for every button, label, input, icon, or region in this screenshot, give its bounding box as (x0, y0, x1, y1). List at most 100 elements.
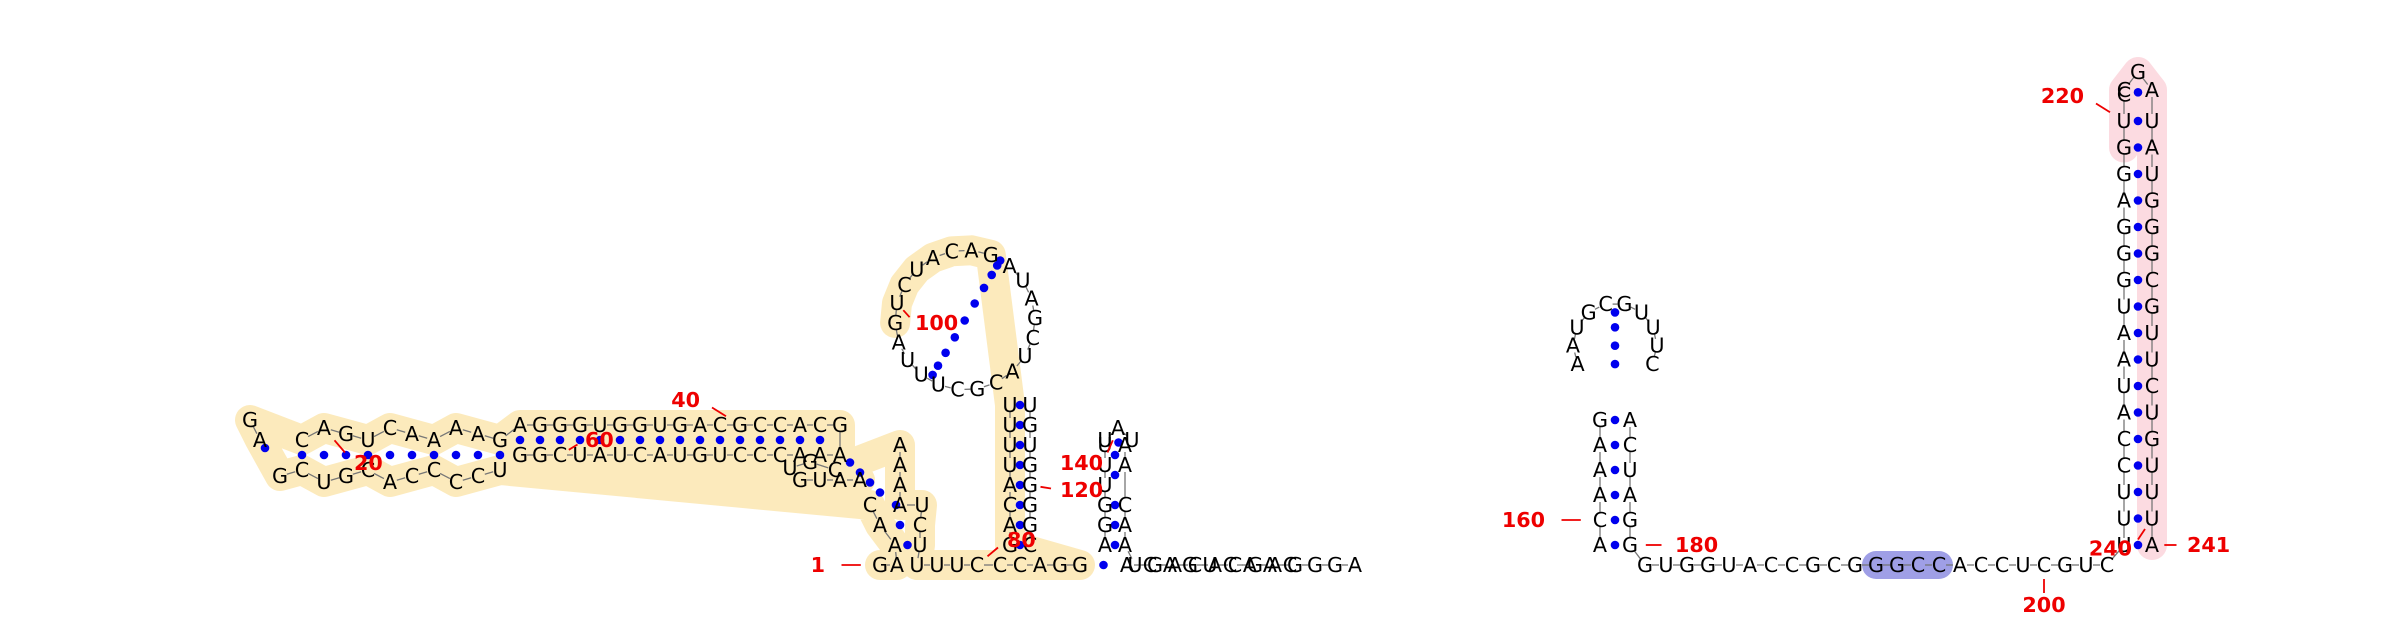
nucleotide: G (2116, 136, 2132, 160)
backbone-link (1109, 432, 1114, 436)
nucleotide: A (1003, 513, 1017, 537)
nucleotide: C (1645, 352, 1659, 376)
nucleotide: A (1118, 453, 1132, 477)
base-pair-dot (2133, 302, 2143, 311)
base-pair-dot (635, 435, 645, 445)
nucleotide: C (1143, 553, 1157, 577)
nucleotide: A (317, 416, 331, 440)
position-label: 180 (1675, 533, 1718, 557)
nucleotide: G (1847, 553, 1863, 577)
backbone-link (1027, 344, 1031, 350)
nucleotide: A (253, 428, 267, 452)
nucleotide: G (2130, 60, 2146, 84)
nucleotide: G (2144, 295, 2160, 319)
nucleotide: U (929, 553, 944, 577)
base-pair-dot (2133, 434, 2143, 444)
nucleotide: A (2145, 136, 2159, 160)
nucleotide: C (1013, 553, 1027, 577)
nucleotide: A (892, 330, 906, 354)
nucleotide: G (272, 464, 288, 488)
nucleotide: A (833, 468, 847, 492)
nucleotide: C (713, 413, 727, 437)
backbone-link (917, 551, 920, 559)
base-pair-dot (555, 435, 565, 445)
nucleotide: C (405, 464, 419, 488)
backbone-link (373, 472, 385, 480)
base-pair-dot (2133, 143, 2143, 152)
base-pair-dot (2133, 408, 2143, 417)
position-tick (2137, 528, 2146, 540)
backbone-link (484, 471, 494, 475)
nucleotide: C (970, 553, 984, 577)
nucleotide: G (1182, 553, 1198, 577)
position-label: 241 (2187, 533, 2230, 557)
base-pair-dot (473, 450, 483, 460)
nucleotide: C (1188, 553, 1202, 577)
nucleotide: U (889, 291, 904, 315)
nucleotide: C (733, 443, 747, 467)
backbone-link (978, 251, 985, 254)
nucleotide: U (1002, 453, 1017, 477)
backbone-link (330, 429, 340, 433)
nucleotide: C (427, 458, 441, 482)
nucleotide: A (1120, 553, 1134, 577)
position-tick (902, 309, 911, 318)
base-pair-dot (1110, 520, 1120, 530)
nucleotide: G (1247, 553, 1263, 577)
nucleotide: A (1168, 553, 1182, 577)
position-label: 120 (1060, 478, 1103, 502)
backbone-link (330, 477, 340, 481)
nucleotide: C (753, 443, 767, 467)
nucleotide: G (2116, 162, 2132, 186)
base-pair-dot (845, 458, 855, 467)
nucleotide: C (633, 443, 647, 467)
base-pair-dot (515, 435, 525, 445)
nucleotide: A (1243, 553, 1257, 577)
nucleotide: U (1002, 433, 1017, 457)
nucleotide: A (449, 416, 463, 440)
backbone-link (911, 364, 917, 370)
nucleotide: G (1622, 533, 1638, 557)
nucleotide: C (295, 458, 309, 482)
nucleotide: A (1623, 483, 1637, 507)
nucleotide: C (828, 458, 842, 482)
base-pair-dot (2133, 487, 2143, 497)
nucleotide: A (693, 413, 707, 437)
nucleotide: U (2015, 553, 2030, 577)
nucleotide: U (1569, 315, 1584, 339)
base-pair-dot (715, 435, 725, 445)
base-pair-dot (1110, 470, 1120, 480)
nucleotide: A (383, 470, 397, 494)
nucleotide: U (2144, 162, 2159, 186)
nucleotide: U (2144, 321, 2159, 345)
base-pair-dot (260, 443, 270, 453)
base-pair-dot (1610, 359, 1620, 369)
nucleotide: U (1022, 433, 1037, 457)
nucleotide: U (1646, 315, 1661, 339)
backbone-link (1032, 305, 1035, 312)
nucleotide: G (792, 468, 808, 492)
nucleotide: U (1658, 553, 1673, 577)
nucleotide: A (893, 493, 907, 517)
nucleotide: A (471, 422, 485, 446)
nucleotide: U (1022, 393, 1037, 417)
nucleotide: U (2144, 454, 2159, 478)
base-pair-dot (941, 348, 950, 358)
nucleotide: G (1097, 513, 1113, 537)
nucleotide: A (513, 413, 527, 437)
backbone-link (286, 471, 296, 475)
nucleotide: A (1623, 408, 1637, 432)
nucleotide: G (2144, 215, 2160, 239)
base-pair-dot (695, 435, 705, 445)
backbone-link (1653, 352, 1656, 358)
nucleotide: G (983, 243, 999, 267)
backbone-link (373, 430, 385, 438)
position-label: 160 (1502, 508, 1545, 532)
nucleotide: A (1003, 254, 1017, 278)
nucleotide: G (969, 377, 985, 401)
nucleotide: A (873, 513, 887, 537)
base-pair-dot (1610, 515, 1620, 525)
nucleotide: G (338, 464, 354, 488)
nucleotide: U (909, 257, 924, 281)
